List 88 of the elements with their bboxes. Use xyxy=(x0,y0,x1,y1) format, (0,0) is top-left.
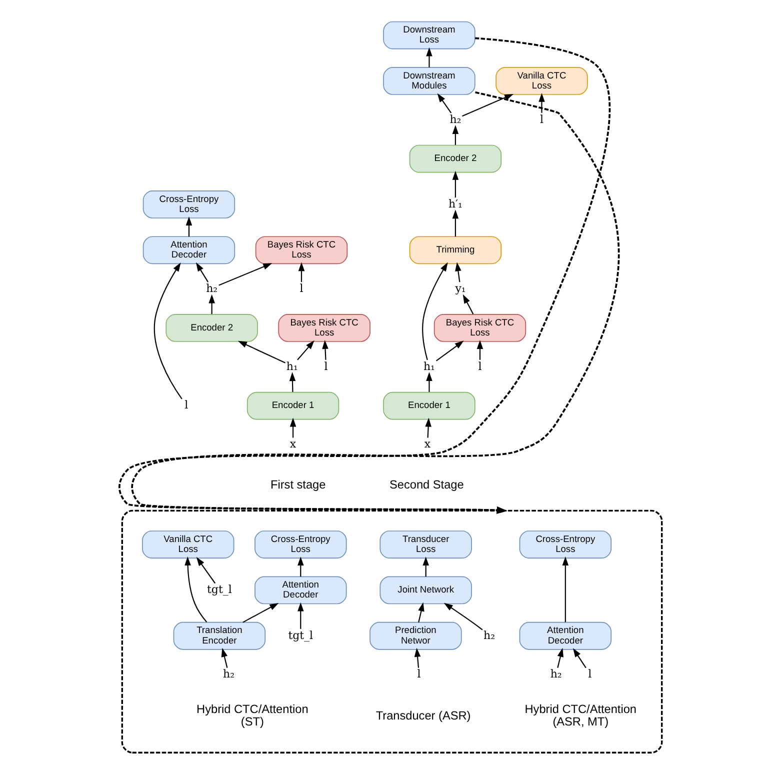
arrow xyxy=(186,216,192,237)
node-text: l xyxy=(324,360,328,373)
node-text: l xyxy=(588,668,592,681)
arrow xyxy=(422,556,429,577)
arrow xyxy=(298,262,305,282)
arrow xyxy=(452,125,459,145)
arrow xyxy=(562,556,569,622)
node-box: Encoder 2 xyxy=(166,314,258,342)
arrow xyxy=(452,170,459,198)
node-box: Downstream Modules xyxy=(383,67,476,95)
arrow xyxy=(242,602,279,623)
node-text: h₁ xyxy=(286,360,298,373)
node-box: Encoder 2 xyxy=(409,144,502,173)
node-box: Attention Decoder xyxy=(142,236,236,264)
arrow xyxy=(455,262,462,282)
node-box: Bayes Risk CTC Loss xyxy=(255,236,348,264)
arrow xyxy=(476,340,484,360)
label: Transducer (ASR) xyxy=(376,708,471,722)
node-box: Prediction Networ xyxy=(370,622,462,650)
arrow xyxy=(218,263,272,286)
node-box: Cross-Entropy Loss xyxy=(254,530,347,558)
arrow xyxy=(538,92,545,113)
node-text: x xyxy=(290,438,296,451)
node-box: Vanilla CTC Loss xyxy=(496,67,588,95)
node-text: l xyxy=(540,112,544,126)
arrow xyxy=(196,262,209,282)
arrow xyxy=(452,210,459,237)
node-text: h₂ xyxy=(206,282,218,295)
arrow xyxy=(196,556,216,584)
node-box: Vanilla CTC Loss xyxy=(142,530,234,558)
node-text: h′₁ xyxy=(448,197,462,210)
node-box: Trimming xyxy=(409,236,502,264)
arrow xyxy=(444,602,483,630)
node-text: x xyxy=(424,438,431,451)
node-box: Attention Decoder xyxy=(519,622,612,650)
node-box: Cross-Entropy Loss xyxy=(519,530,612,558)
cluster xyxy=(121,510,663,754)
node-box: Attention Decoder xyxy=(254,576,347,604)
arrow xyxy=(184,556,208,622)
node-text: l xyxy=(478,360,482,373)
arrow xyxy=(322,340,328,360)
node-box: Bayes Risk CTC Loss xyxy=(434,314,526,342)
node-text: h₂ xyxy=(222,668,234,681)
arrow xyxy=(426,47,432,68)
node-box: Cross-Entropy Loss xyxy=(142,190,236,218)
arrow xyxy=(238,340,286,364)
arrow xyxy=(426,372,432,392)
node-box: Encoder 1 xyxy=(246,392,340,420)
arrow xyxy=(298,556,304,577)
arrow xyxy=(297,340,314,360)
node-text: tgt_l xyxy=(288,628,314,642)
arrow xyxy=(462,94,514,117)
node-box: Downstream Loss xyxy=(383,21,476,50)
arrow xyxy=(290,418,296,438)
arrow xyxy=(462,294,474,314)
arrow xyxy=(289,372,296,392)
arrow xyxy=(132,91,620,514)
arrow xyxy=(154,262,182,400)
node-text: h₂ xyxy=(484,628,496,642)
node-text: l xyxy=(417,668,421,681)
node-box: Translation Encoder xyxy=(173,622,266,650)
node-text: l xyxy=(300,282,304,295)
arrow xyxy=(418,602,424,622)
node-box: Transducer Loss xyxy=(380,530,472,558)
arrow xyxy=(119,37,610,514)
arrow xyxy=(572,648,586,668)
label: Second Stage xyxy=(390,477,464,492)
arrow xyxy=(425,418,432,438)
arrow xyxy=(557,648,564,668)
node-box: Bayes Risk CTC Loss xyxy=(278,314,370,342)
arrow xyxy=(221,648,228,668)
node-text: h₂ xyxy=(550,668,562,681)
arrow xyxy=(414,648,421,668)
node-text: tgt_l xyxy=(206,583,232,596)
label: First stage xyxy=(270,477,326,492)
arrow xyxy=(437,93,452,114)
node-box: Joint Network xyxy=(380,576,472,604)
arrow xyxy=(208,294,215,314)
node-text: y₁ xyxy=(455,282,466,295)
arrow xyxy=(436,340,464,362)
arrow xyxy=(422,262,448,360)
node-box: Encoder 1 xyxy=(383,392,476,420)
arrow xyxy=(298,602,304,629)
node-text: h₁ xyxy=(423,360,435,373)
label: Hybrid CTC/Attention (ST) xyxy=(196,702,308,729)
node-text: h₂ xyxy=(450,112,462,126)
label: Hybrid CTC/Attention (ASR, MT) xyxy=(524,702,637,729)
node-text: l xyxy=(184,398,188,412)
